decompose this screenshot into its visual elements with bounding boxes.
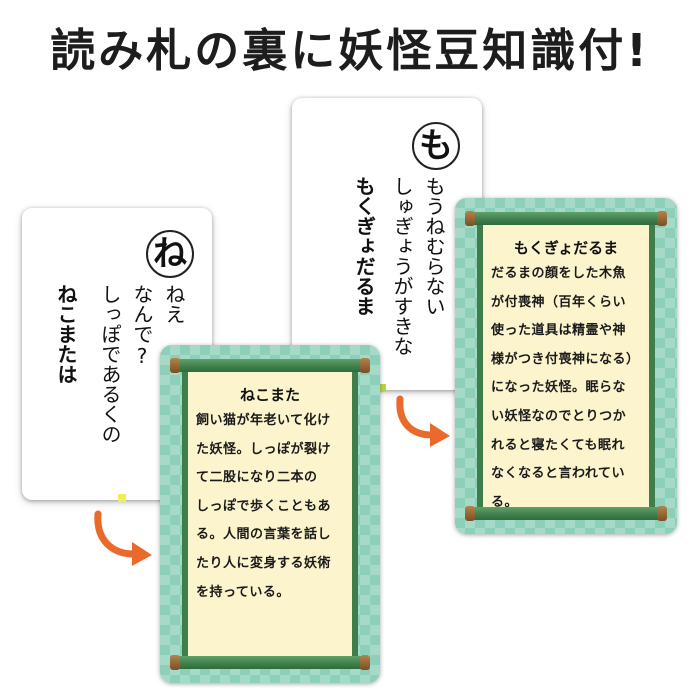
trivia-line: を持っている。	[196, 584, 290, 600]
moku-back-card: もくぎょだるま だるまの顔をした木魚 が付喪神（百年くらい 使った道具は精霊や神…	[455, 198, 677, 534]
back-title: もくぎょだるま	[513, 239, 619, 257]
curved-arrow-icon	[396, 395, 450, 447]
trivia-line: 様がつき付喪神になる）	[491, 351, 640, 367]
back-title: ねこまた	[239, 386, 300, 404]
moku-front-card: も もうねむらない しゅぎょうがすきな もくぎょだるま	[292, 98, 482, 392]
trivia-line: る。人間の言葉を話し	[196, 527, 332, 543]
trivia-line: だるまの顔をした木魚	[491, 266, 627, 281]
front-column-2: しゅぎょうがすきな	[390, 176, 414, 356]
trivia-line: なくなると言われてい	[491, 466, 625, 482]
scroll: ねこまた 飼い猫が年老いて化け た妖怪。しっぽが裂け て二股になり二本の しっぽ…	[170, 358, 370, 670]
trivia-line: る。	[491, 494, 519, 510]
kana-circle-mo: も	[412, 122, 460, 170]
front-column-3: しっぽであるくの	[98, 284, 122, 444]
front-keyword: もくぎょだるま	[352, 176, 376, 316]
trivia-line: て二股になり二本の	[196, 470, 318, 486]
front-column-2: なんで?	[130, 284, 154, 368]
scroll: もくぎょだるま だるまの顔をした木魚 が付喪神（百年くらい 使った道具は精霊や神…	[465, 211, 667, 521]
trivia-line: 使った道具は精霊や神	[491, 323, 627, 339]
trivia-line: た妖怪。しっぽが裂け	[196, 441, 332, 457]
front-column-1: もうねむらない	[422, 176, 446, 316]
scroll-rod-bottom	[465, 506, 667, 521]
trivia-line: れると寝たくても眠れ	[491, 437, 625, 453]
trivia-line: 飼い猫が年老いて化け	[196, 413, 331, 428]
scroll-rod-top	[170, 358, 370, 373]
neko-back-card: ねこまた 飼い猫が年老いて化け た妖怪。しっぽが裂け て二股になり二本の しっぽ…	[160, 345, 380, 683]
trivia-line: たり人に変身する妖術	[196, 555, 332, 571]
trivia-line: になった妖怪。眠らな	[491, 380, 627, 396]
trivia-line: しっぽで歩くこともあ	[196, 498, 332, 514]
curved-arrow-icon	[94, 510, 152, 566]
scroll-paper: もくぎょだるま だるまの顔をした木魚 が付喪神（百年くらい 使った道具は精霊や神…	[477, 225, 655, 510]
scroll-rod-bottom	[170, 655, 370, 670]
kana-circle-ne: ね	[146, 230, 194, 278]
headline: 読み札の裏に妖怪豆知識付!	[50, 24, 650, 77]
scroll-rod-top	[465, 211, 667, 226]
scroll-paper: ねこまた 飼い猫が年老いて化け た妖怪。しっぽが裂け て二股になり二本の しっぽ…	[182, 372, 358, 656]
front-keyword: ねこまたは	[54, 284, 78, 384]
trivia-line: い妖怪なのでとりつか	[491, 408, 627, 424]
card-tab-mark	[118, 494, 126, 502]
card-tab-mark	[378, 384, 386, 392]
front-column-1: ねえ	[162, 284, 186, 324]
trivia-line: が付喪神（百年くらい	[491, 294, 627, 310]
